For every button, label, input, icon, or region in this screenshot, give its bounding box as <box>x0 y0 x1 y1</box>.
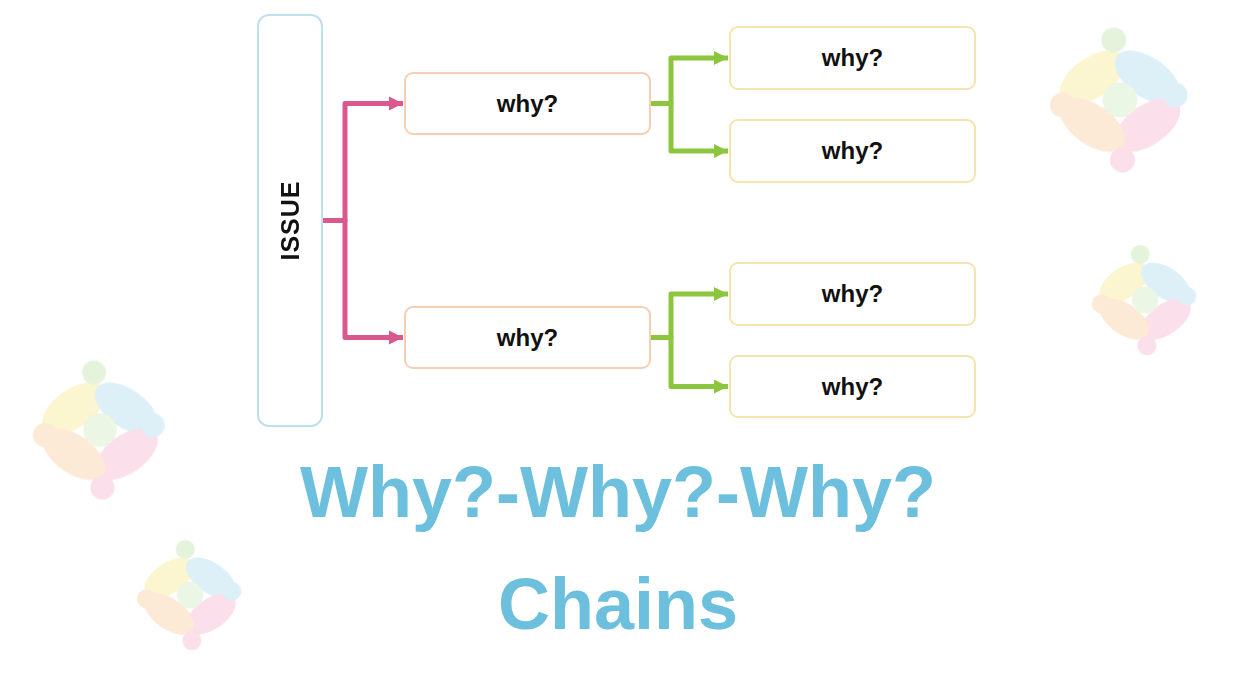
node-label: why? <box>822 373 883 401</box>
branch-arrow <box>651 294 728 338</box>
why-box: why? <box>404 306 651 369</box>
why-box: why? <box>729 119 976 183</box>
branch-arrow <box>651 104 728 152</box>
why-box: why? <box>729 355 976 418</box>
branch-arrow <box>651 338 728 387</box>
node-label: why? <box>497 90 558 118</box>
issue-box: ISSUE <box>257 14 323 427</box>
node-label: why? <box>822 280 883 308</box>
node-label: ISSUE <box>276 180 305 260</box>
branch-arrow <box>651 58 728 104</box>
node-label: why? <box>822 137 883 165</box>
diagram-title: Why?-Why?-Why? Chains <box>268 436 968 660</box>
node-label: why? <box>497 324 558 352</box>
node-label: why? <box>822 44 883 72</box>
why-box: why? <box>729 262 976 326</box>
branch-arrow <box>323 104 403 221</box>
why-box: why? <box>729 26 976 90</box>
why-box: why? <box>404 72 651 135</box>
branch-arrow <box>323 221 403 338</box>
